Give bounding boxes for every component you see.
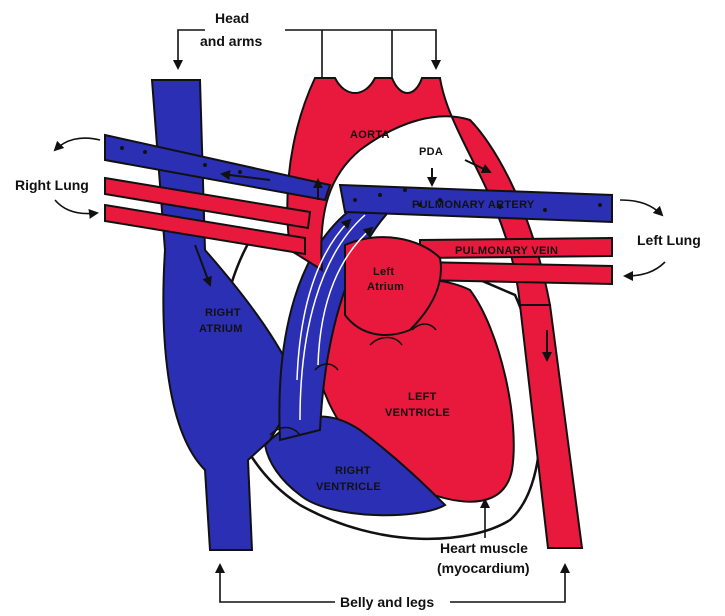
right-pulmonary-artery — [104, 133, 332, 202]
pulmonary-artery-label: PULMONARY ARTERY — [412, 199, 535, 211]
vessel-dots — [120, 146, 602, 212]
right-pulmonary-vein-lower — [104, 203, 306, 256]
pda-label: PDA — [419, 146, 443, 158]
heart-muscle-label-line1: Heart muscle — [440, 540, 528, 556]
pulmonary-vein-label: PULMONARY VEIN — [455, 245, 558, 257]
belly-legs-label: Belly and legs — [340, 594, 434, 610]
right-atrium-label-line1: RIGHT — [205, 307, 241, 319]
right-ventricle-label-line1: RIGHT — [335, 465, 371, 477]
internal-arrows-white — [296, 218, 374, 381]
left-lung-label: Left Lung — [637, 232, 701, 248]
head-label-line2: and arms — [200, 33, 262, 49]
right-lung-label: Right Lung — [15, 177, 89, 193]
right-ventricle — [263, 415, 447, 517]
internal-arrows — [194, 159, 552, 362]
flow-arrows — [53, 29, 666, 603]
right-ventricle-label-line2: VENTRICLE — [316, 481, 381, 493]
pulmonary-trunk-inner-line — [299, 214, 366, 421]
head-label-line1: Head — [215, 10, 249, 26]
left-ventricle-label-line1: LEFT — [408, 391, 437, 403]
aorta-label: AORTA — [350, 129, 390, 141]
pulmonary-artery — [338, 183, 613, 224]
right-atrium-label-line2: ATRIUM — [199, 323, 243, 335]
heart-muscle-label-line2: (myocardium) — [437, 560, 530, 576]
aortic-arch — [286, 77, 552, 306]
left-atrium-label-line1: Left — [373, 266, 394, 278]
right-pulmonary-vein-upper — [104, 176, 312, 230]
left-ventricle-label-line2: VENTRICLE — [385, 407, 450, 419]
left-atrium-label-line2: Atrium — [367, 281, 404, 293]
left-atrium — [344, 236, 442, 336]
valve-lines — [269, 323, 437, 436]
left-pulmonary-vein-lower — [419, 260, 613, 286]
